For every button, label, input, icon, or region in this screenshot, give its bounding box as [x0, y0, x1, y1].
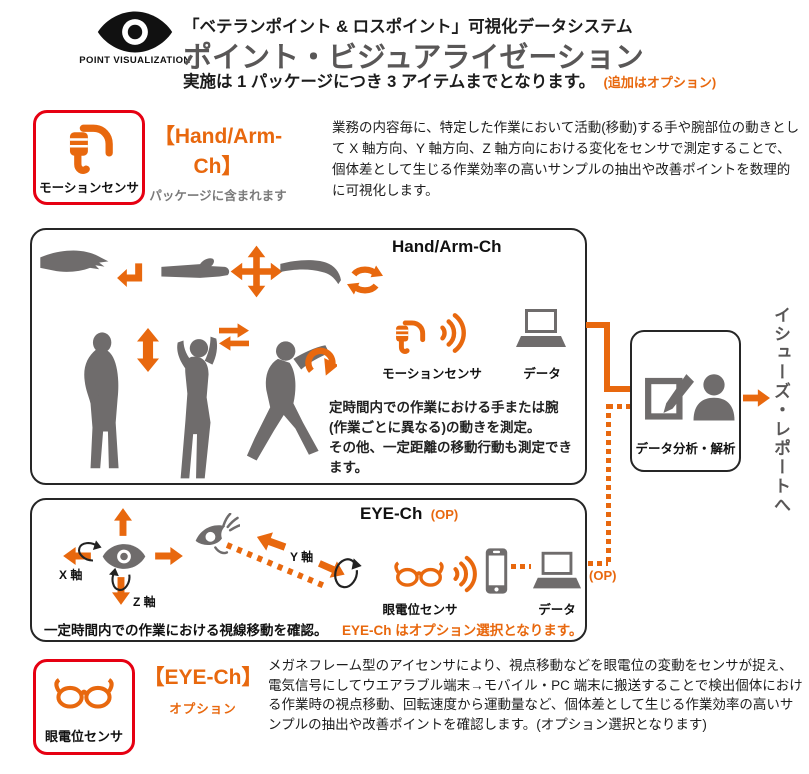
- eye-box-note-row: 一定時間内での作業における視線移動を確認。 EYE-Ch はオプション選択となり…: [44, 619, 582, 640]
- eye-badge-glasses-icon: [49, 674, 119, 710]
- glasses-icon: [390, 558, 448, 588]
- eye-badge-label: 眼電位センサ: [44, 729, 123, 744]
- eye-box-title: EYE-Ch: [360, 504, 423, 523]
- arm-thumb-icon: [160, 254, 236, 288]
- motion-sensor-badge: モーションセンサ: [33, 110, 145, 205]
- brand-eye-icon: [95, 10, 175, 54]
- motion-badge-label: モーションセンサ: [39, 181, 139, 195]
- analyst-person-icon: [692, 370, 736, 424]
- eye-left-arrow-icon: [62, 547, 92, 565]
- checkbox-pen-icon: [644, 370, 694, 424]
- connector-solid-v: [604, 322, 610, 392]
- eye-right-arrow-icon: [154, 547, 184, 565]
- hand-bent-icon: [279, 255, 343, 289]
- output-arrow-icon: [743, 389, 770, 407]
- hand-arm-note-line2: (作業ごとに異なる)の動きを測定。: [329, 420, 541, 435]
- eye-wifi-icon: [452, 553, 480, 595]
- eye-front-icon: [102, 543, 146, 570]
- hand-arm-note: 定時間内での作業における手または腕 (作業ごとに異なる)の動きを測定。 その他、…: [329, 398, 581, 478]
- limit-note-row: 実施は 1 パッケージにつき 3 アイテムまでとなります。 (追加はオプション): [183, 68, 716, 92]
- eye-laptop-icon: [532, 549, 582, 595]
- eye-heading-block: 【EYE-Ch】 オプション: [142, 661, 264, 717]
- four-way-arrow-icon: [229, 244, 284, 299]
- phone-laptop-dotted-link: [511, 564, 531, 569]
- hand-arm-box: Hand/Arm-Ch: [30, 228, 587, 485]
- system-label: 「ベテランポイント & ロスポイント」可視化データシステム: [183, 18, 633, 36]
- person-standing-icon: [77, 330, 135, 475]
- gaze-dotted-line: [224, 542, 332, 592]
- page-title: ポイント・ビジュアライゼーション: [183, 42, 644, 74]
- motion-description: 業務の内容毎に、特定した作業において活動(移動)する手や腕部位の動きとして X …: [332, 120, 800, 198]
- eye-box-title-op: (OP): [430, 507, 459, 522]
- connector-op-label: (OP): [589, 568, 617, 583]
- motion-sensor-icon: [60, 121, 118, 177]
- eye-box-note: 一定時間内での作業における視線移動を確認。: [44, 623, 328, 638]
- connector-dotted-v: [606, 404, 611, 564]
- eye-sensor-badge: 眼電位センサ: [33, 659, 135, 755]
- eye-heading: 【EYE-Ch】: [143, 666, 263, 689]
- connector-solid-h1: [586, 322, 610, 328]
- turn-arrow-icon: [117, 262, 145, 294]
- swap-arrows-icon: [217, 322, 251, 352]
- eye-sensor-label: 眼電位センサ: [382, 603, 458, 617]
- eye-down-arrow-icon: [112, 576, 130, 606]
- eye-description: メガネフレーム型のアイセンサにより、視点移動などを眼電位の変動をセンサが捉え、電…: [268, 658, 803, 732]
- vertical-double-arrow-icon: [137, 326, 159, 374]
- eye-side-icon: [194, 513, 240, 559]
- eye-up-arrow-icon: [114, 507, 132, 537]
- issues-report-label: イシューズ・レポートへ: [771, 306, 790, 515]
- hand-arm-note-line1: 定時間内での作業における手または腕: [329, 400, 559, 415]
- analysis-box: データ分析・解析: [630, 330, 741, 472]
- connector-solid-h2: [604, 386, 631, 392]
- hand-arm-note-line3: その他、一定距離の移動行動も測定できます。: [329, 440, 572, 475]
- wifi-icon: [438, 310, 470, 356]
- x-rotation-arc-icon: [66, 532, 103, 568]
- hand-reach-icon: [39, 247, 111, 277]
- eye-box-note-option: EYE-Ch はオプション選択となります。: [341, 623, 583, 638]
- connector-dotted-h2: [588, 561, 608, 566]
- y-rotation-arc-icon: [325, 553, 363, 596]
- data-label: データ: [523, 367, 561, 381]
- motion-sensor-small-icon: [388, 318, 430, 356]
- z-axis-label: Z 軸: [133, 595, 156, 609]
- y-axis-label: Y 軸: [290, 550, 314, 564]
- hand-arm-box-title: Hand/Arm-Ch: [392, 237, 502, 256]
- motion-heading: 【Hand/Arm-Ch】: [153, 125, 283, 178]
- x-axis-label: X 軸: [59, 568, 83, 582]
- gaze-upleft-arrow-icon: [253, 527, 288, 556]
- z-rotation-arc-icon: [104, 567, 137, 601]
- eye-option-note: オプション: [169, 702, 237, 716]
- smartphone-icon: [484, 547, 509, 595]
- rotate-cycle-icon: [347, 257, 383, 303]
- brand-text: POINT VISUALIZATION: [79, 55, 191, 66]
- laptop-icon: [515, 306, 567, 354]
- sensor-label: モーションセンサ: [382, 367, 482, 381]
- eye-data-label: データ: [538, 603, 576, 617]
- limit-note-option: (追加はオプション): [603, 75, 717, 90]
- eye-ch-box: EYE-Ch (OP): [30, 498, 587, 642]
- person-arms-up-icon: [170, 334, 224, 484]
- connector-dotted-h1: [608, 404, 630, 409]
- motion-heading-block: 【Hand/Arm-Ch】 パッケージに含まれます: [145, 120, 291, 204]
- analysis-label: データ分析・解析: [635, 442, 736, 456]
- rotate-arrow-icon: [305, 340, 337, 376]
- motion-included-note: パッケージに含まれます: [149, 189, 287, 203]
- eye-box-title-row: EYE-Ch (OP): [360, 504, 458, 524]
- limit-note: 実施は 1 パッケージにつき 3 アイテムまでとなります。: [183, 73, 596, 91]
